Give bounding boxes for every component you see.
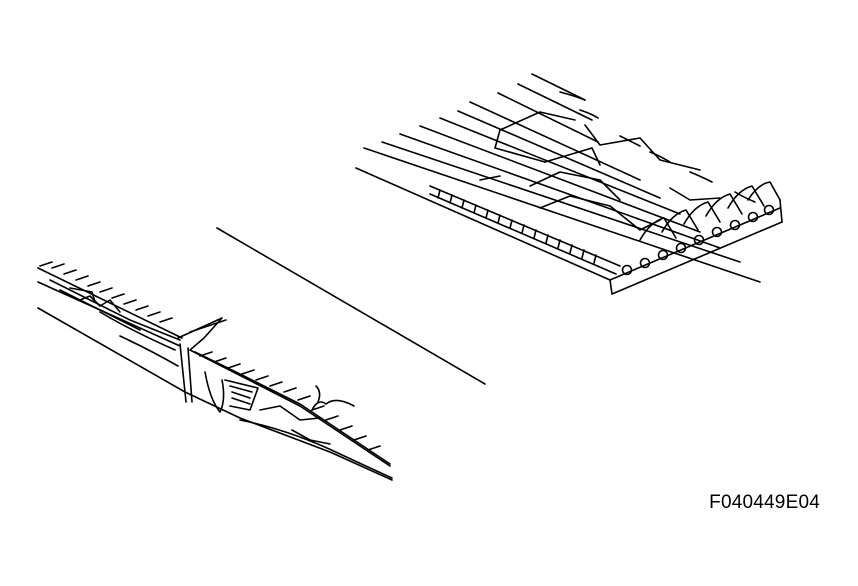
figure-code-label: F040449E04: [709, 492, 820, 513]
damaged-belt-section: [37, 261, 393, 481]
ribbed-belt: [355, 73, 783, 295]
separator-line: [216, 227, 486, 385]
